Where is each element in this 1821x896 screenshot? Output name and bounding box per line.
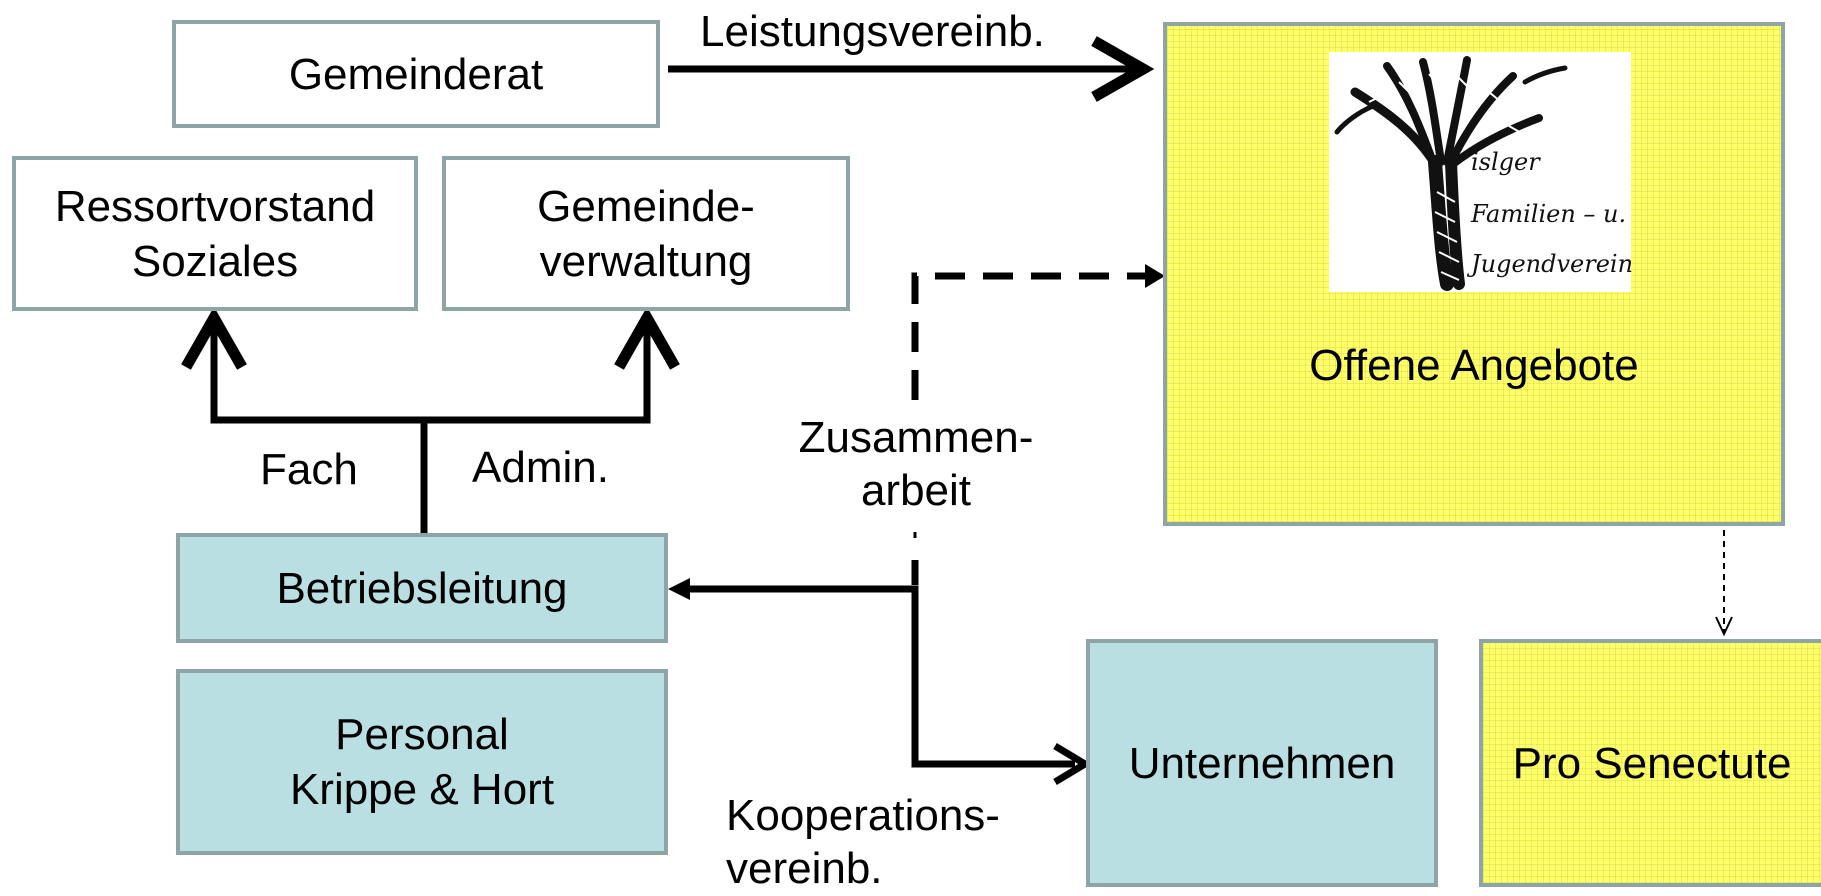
node-unternehmen: Unternehmen <box>1086 639 1438 887</box>
node-personal-line2: Krippe & Hort <box>289 765 555 814</box>
node-gemeindeverwaltung: Gemeinde- verwaltung <box>442 156 850 311</box>
node-betriebsleitung-label: Betriebsleitung <box>276 563 568 613</box>
label-zusammenarbeit: Zusammen- arbeit <box>784 412 1048 518</box>
node-personal: Personal Krippe & Hort <box>176 669 668 855</box>
node-gemeinderat: Gemeinderat <box>172 20 660 128</box>
logo-text-line1: islger <box>1471 148 1540 176</box>
label-kooperationsvereinb: Kooperations- vereinb. <box>726 790 1000 896</box>
node-ressortvorstand: Ressortvorstand Soziales <box>12 156 418 311</box>
edge-kooperation-arrowhead-left <box>668 578 690 600</box>
edge-kooperation <box>680 585 1075 768</box>
node-pro-senectute-label: Pro Senectute <box>1512 738 1792 788</box>
logo-text-line3: Jugendverein <box>1471 250 1634 278</box>
node-ressortvorstand-line2: Soziales <box>131 236 299 286</box>
tree-icon <box>1334 56 1568 291</box>
edge-kooperation-arrowhead-right <box>1053 742 1092 786</box>
edge-fach-admin-branch <box>210 335 651 424</box>
node-betriebsleitung: Betriebsleitung <box>176 533 668 643</box>
node-gemeinderat-label: Gemeinderat <box>288 49 544 99</box>
edge-zusammenarbeit <box>911 272 1150 400</box>
edge-zusammenarbeit-arrowhead <box>1145 264 1165 288</box>
node-unternehmen-label: Unternehmen <box>1128 738 1396 788</box>
label-kooperationsvereinb-line2: vereinb. <box>726 843 883 893</box>
tree-logo: islger Familien – u. Jugendverein <box>1329 52 1634 292</box>
label-kooperationsvereinb-line1: Kooperations- <box>726 791 1000 840</box>
node-gemeindeverwaltung-line2: verwaltung <box>539 236 753 286</box>
node-gemeindeverwaltung-line1: Gemeinde- <box>537 181 755 231</box>
label-fach: Fach <box>260 445 358 494</box>
logo-text-line2: Familien – u. <box>1471 200 1627 228</box>
node-ressortvorstand-line1: Ressortvorstand <box>54 181 376 231</box>
node-personal-line1: Personal <box>335 710 509 759</box>
label-admin: Admin. <box>472 443 609 492</box>
node-offene-angebote-label: Offene Angebote <box>1309 341 1639 390</box>
node-pro-senectute: Pro Senectute <box>1479 639 1821 887</box>
label-leistungsvereinb: Leistungsvereinb. <box>700 7 1045 56</box>
label-zusammenarbeit-line1: Zusammen- <box>798 413 1034 462</box>
label-zusammenarbeit-line2: arbeit <box>860 465 972 515</box>
